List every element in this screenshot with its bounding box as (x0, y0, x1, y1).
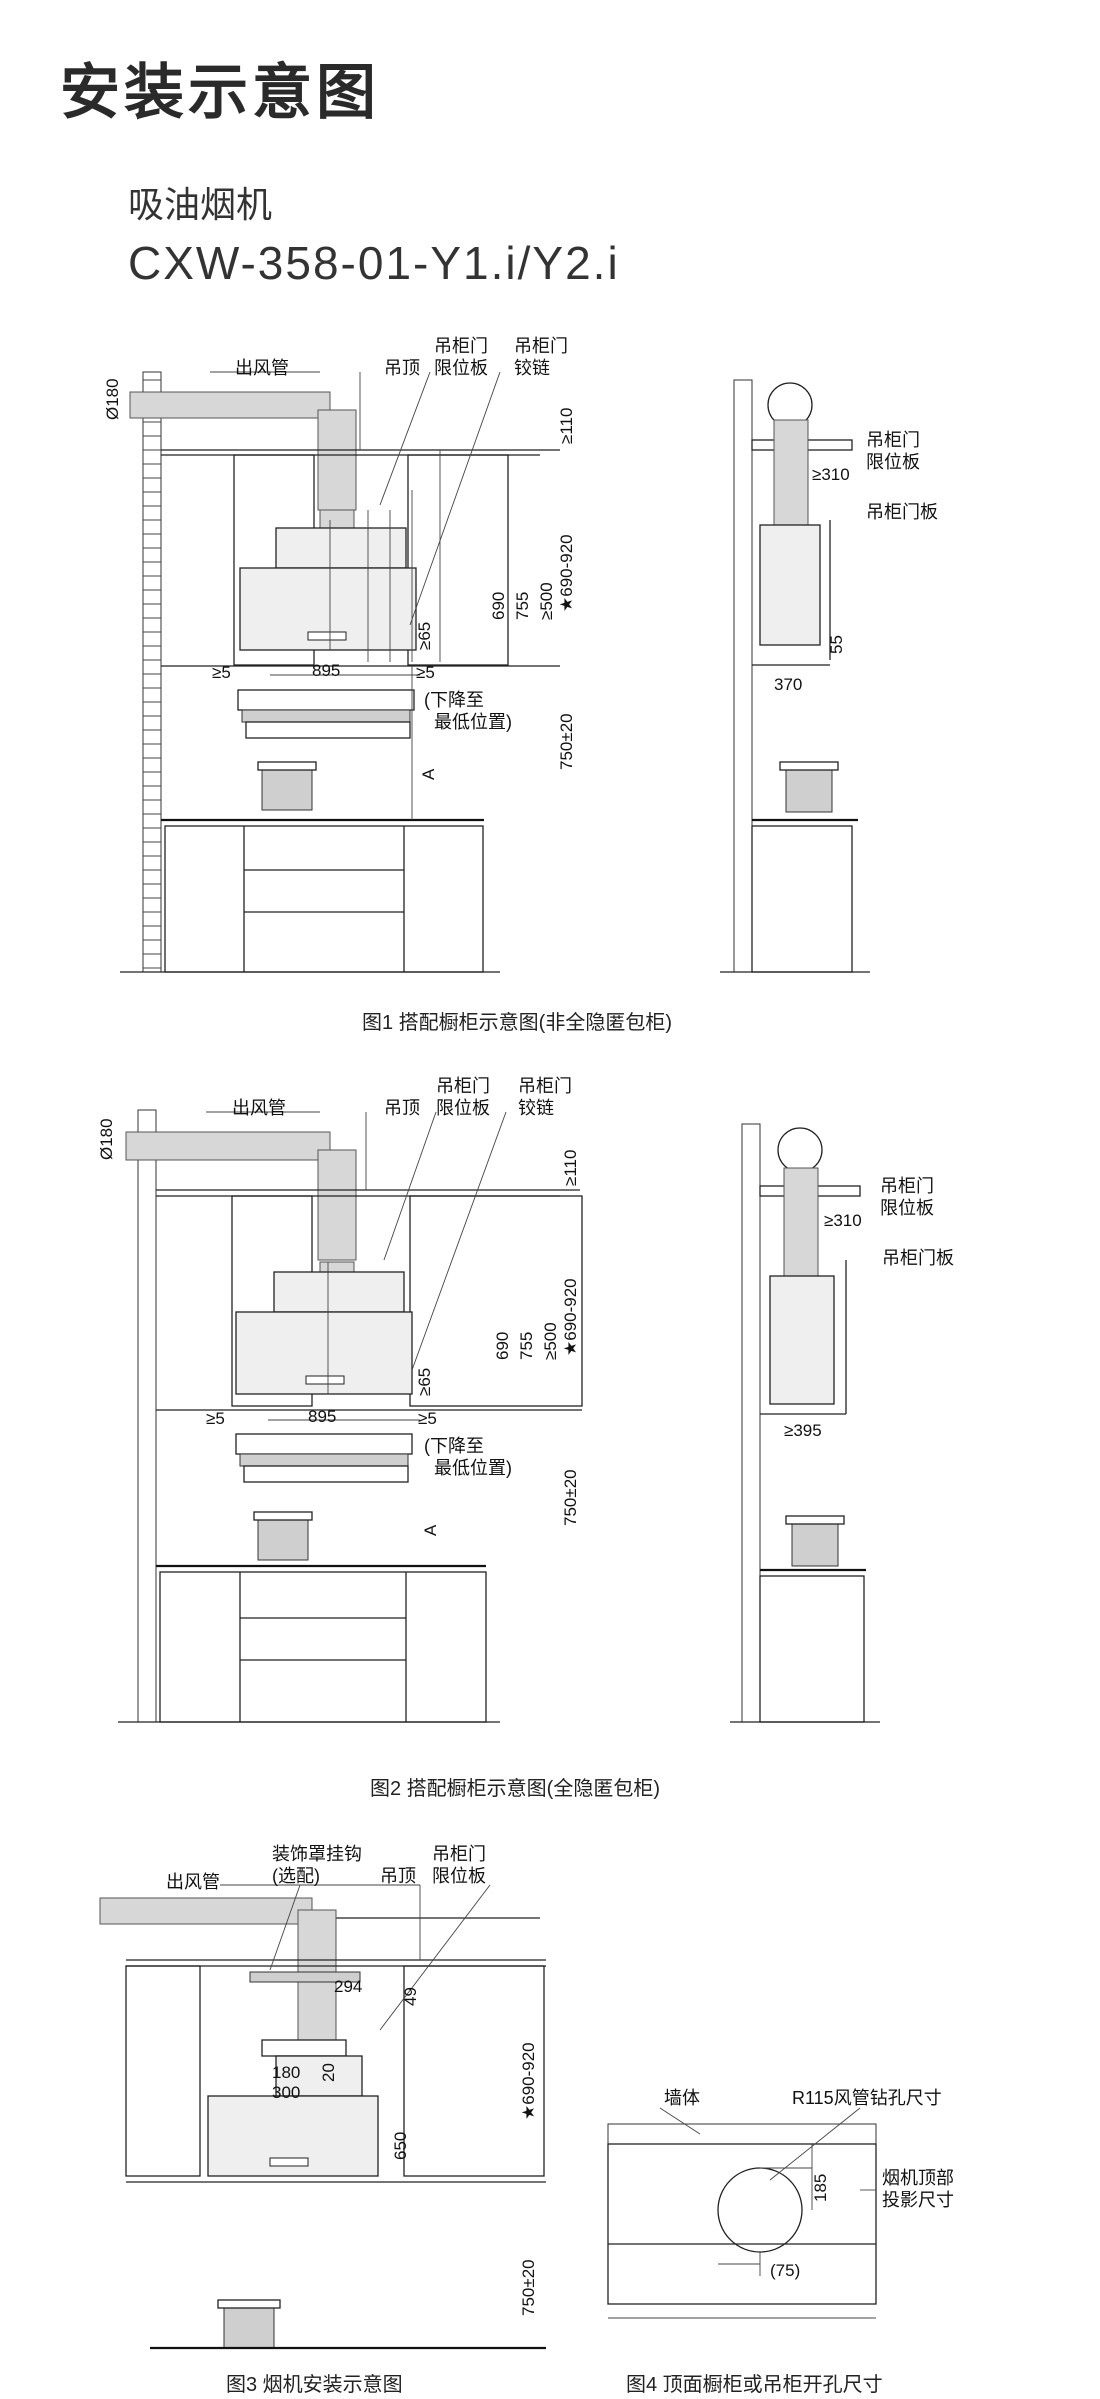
dim-side-370: 370 (774, 675, 802, 694)
duct-horizontal-1 (129, 391, 331, 419)
dim-755-2: 755 (517, 1332, 536, 1360)
dim-top-2: ≥110 (561, 1150, 580, 1186)
product-name: 吸油烟机 (128, 184, 273, 225)
dim-top: ≥110 (557, 408, 576, 444)
label-side-limit-2: 限位板 (866, 452, 920, 472)
dim-65: ≥65 (415, 622, 434, 650)
dim-a-2: A (421, 1524, 440, 1536)
duct-vertical-1 (317, 409, 357, 511)
dim-side-310-2: ≥310 (824, 1211, 862, 1230)
dim-185: 185 (811, 2174, 830, 2202)
dim-gap-left-2: ≥5 (206, 1409, 225, 1428)
dim-755: 755 (513, 592, 532, 620)
label-side-limit-1: 吊柜门 (866, 430, 920, 450)
dim-294: 294 (334, 1977, 362, 1996)
dim-650: 650 (391, 2132, 410, 2160)
label-lower-1: (下降至 (424, 690, 484, 710)
dim-49: 49 (401, 1987, 420, 2006)
dim-width-2: 895 (308, 1407, 336, 1426)
label-ceiling-3: 吊顶 (380, 1866, 416, 1886)
label-hook-1: 装饰罩挂钩 (272, 1844, 362, 1864)
page-title: 安装示意图 (60, 59, 380, 126)
label-side-limit-2b: 限位板 (880, 1198, 934, 1218)
label-door-limit-2a: 吊柜门 (436, 1076, 490, 1096)
label-door-limit-2b: 限位板 (436, 1098, 490, 1118)
dim-height: 750±20 (557, 713, 576, 770)
dim-a: A (419, 768, 438, 780)
label-proj-1: 烟机顶部 (882, 2168, 954, 2188)
dim-height-2: 750±20 (561, 1469, 580, 1526)
dim-65-2: ≥65 (415, 1368, 434, 1396)
dim-20: 20 (319, 2063, 338, 2082)
label-hook-2: (选配) (272, 1866, 320, 1886)
label-side-limit-2a: 吊柜门 (880, 1176, 934, 1196)
figure-1-caption: 图1 搭配橱柜示意图(非全隐匿包柜) (362, 1012, 672, 1034)
label-ceiling: 吊顶 (384, 358, 420, 378)
dim-width: 895 (312, 661, 340, 680)
figure-4-caption: 图4 顶面橱柜或吊柜开孔尺寸 (626, 2374, 883, 2396)
dim-500-2: ≥500 (541, 1322, 560, 1360)
brick-wall-1 (142, 371, 162, 973)
label-door-limit-1: 吊柜门 (434, 336, 488, 356)
label-wall: 墙体 (664, 2088, 700, 2108)
label-lower-2: 最低位置) (434, 712, 512, 732)
dim-side-55: 55 (827, 635, 846, 654)
dim-range: ★690-920 (557, 534, 576, 612)
figure-2-caption: 图2 搭配橱柜示意图(全隐匿包柜) (370, 1778, 660, 1800)
label-duct-3: 出风管 (166, 1872, 220, 1892)
figure-3-caption: 图3 烟机安装示意图 (226, 2374, 403, 2396)
dim-gap-right: ≥5 (416, 663, 435, 682)
model-number: CXW-358-01-Y1.i/Y2.i (128, 237, 620, 289)
label-ceiling-2: 吊顶 (384, 1098, 420, 1118)
label-proj-2: 投影尺寸 (882, 2190, 954, 2210)
label-door-limit-2: 限位板 (434, 358, 488, 378)
dim-diameter: Ø180 (103, 378, 122, 420)
label-hinge-2: 铰链 (514, 358, 550, 378)
label-door-limit-3a: 吊柜门 (432, 1844, 486, 1864)
label-lower-2a: (下降至 (424, 1436, 484, 1456)
label-hinge-2b: 铰链 (518, 1098, 554, 1118)
dim-690: 690 (489, 592, 508, 620)
dim-75: (75) (770, 2261, 800, 2280)
label-duct-2: 出风管 (232, 1098, 286, 1118)
label-side-door-2: 吊柜门板 (882, 1248, 954, 1268)
dim-300: 300 (272, 2083, 300, 2102)
label-hinge-2a: 吊柜门 (518, 1076, 572, 1096)
dim-height-3: 750±20 (519, 2259, 538, 2316)
label-hinge-1: 吊柜门 (514, 336, 568, 356)
label-duct: 出风管 (235, 358, 289, 378)
label-lower-2b: 最低位置) (434, 1458, 512, 1478)
dim-side-310: ≥310 (812, 465, 850, 484)
dim-side-395: ≥395 (784, 1421, 822, 1440)
dim-690-2: 690 (493, 1332, 512, 1360)
dim-500: ≥500 (537, 582, 556, 620)
label-hole: R115风管钻孔尺寸 (792, 2088, 942, 2108)
dim-gap-left: ≥5 (212, 663, 231, 682)
label-door-limit-3b: 限位板 (432, 1866, 486, 1886)
dim-180: 180 (272, 2063, 300, 2082)
dim-gap-right-2: ≥5 (418, 1409, 437, 1428)
dim-range-3: ★690-920 (519, 2042, 538, 2120)
label-side-door: 吊柜门板 (866, 502, 938, 522)
dim-range-2: ★690-920 (561, 1278, 580, 1356)
dim-diameter-2: Ø180 (97, 1118, 116, 1160)
